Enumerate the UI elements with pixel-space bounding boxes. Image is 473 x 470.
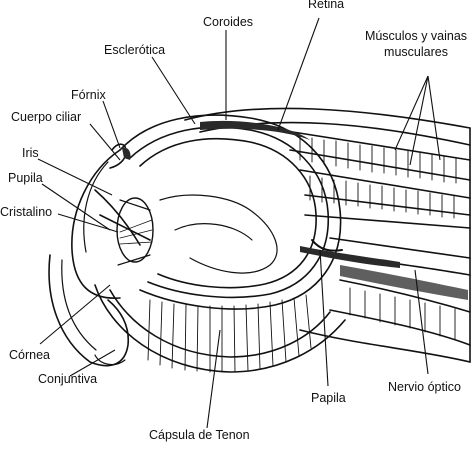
- optic-disc: [311, 239, 343, 252]
- label-esclerotica: Esclerótica: [104, 43, 166, 57]
- label-musculos-line1: Músculos y vainas: [364, 29, 468, 43]
- leader-retina: [277, 17, 320, 131]
- label-nervio-optico: Nervio óptico: [388, 380, 461, 394]
- conjunctiva-flap: [48, 254, 130, 367]
- label-pupila: Pupila: [8, 171, 43, 185]
- sclera-outline: [119, 114, 342, 310]
- anterior-segment: [71, 149, 154, 299]
- leader-capsula-tenon: [206, 329, 221, 429]
- leader-lines: [37, 17, 441, 429]
- label-musculos-line2: musculares: [384, 45, 448, 59]
- label-iris: Iris: [22, 146, 39, 160]
- shading: [122, 120, 468, 300]
- leader-nervio-optico: [414, 269, 429, 375]
- label-retina: Retina: [308, 0, 345, 11]
- tenon-capsule: [94, 284, 346, 373]
- leader-musculos-a: [394, 75, 429, 151]
- label-cristalino: Cristalino: [0, 205, 53, 219]
- label-fornix: Fórnix: [71, 88, 106, 102]
- leader-cristalino: [57, 213, 119, 233]
- leader-musculos-b: [409, 75, 429, 166]
- retina-outline: [139, 137, 317, 289]
- label-papila: Papila: [311, 391, 346, 405]
- leader-cuerpo-ciliar: [89, 123, 121, 161]
- muscle-fibres: [299, 135, 457, 341]
- leader-pupila: [41, 183, 111, 231]
- label-conjuntiva: Conjuntiva: [38, 372, 98, 386]
- label-coroides: Coroides: [203, 15, 254, 29]
- label-capsula-tenon: Cápsula de Tenon: [149, 428, 250, 442]
- leader-papila: [319, 249, 329, 387]
- leader-conjuntiva: [69, 349, 116, 377]
- leader-esclerotica: [151, 56, 196, 125]
- leader-iris: [37, 158, 113, 196]
- label-cuerpo-ciliar: Cuerpo ciliar: [11, 110, 82, 124]
- leader-musculos-c: [427, 75, 441, 161]
- label-cornea: Córnea: [9, 348, 50, 362]
- leader-fornix: [102, 100, 121, 149]
- leader-cornea: [39, 284, 111, 345]
